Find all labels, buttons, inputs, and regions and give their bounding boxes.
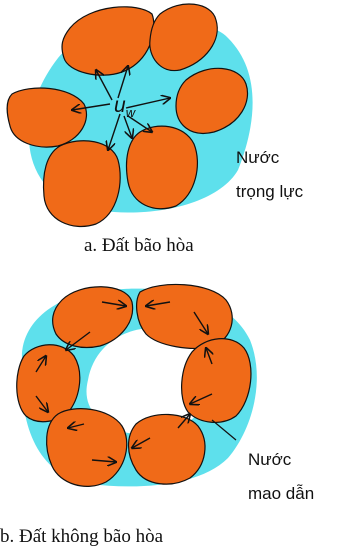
panel-a-saturated: uw Nước trọng lực a. Đất bão hòa — [7, 4, 303, 256]
caption-a: a. Đất bão hòa — [84, 235, 194, 256]
soil-particle — [7, 88, 86, 147]
capillary-water-label-line1: Nước — [248, 450, 292, 469]
soil-particle — [53, 287, 133, 348]
caption-b: b. Đất không bão hòa — [0, 526, 164, 547]
soil-particle — [129, 414, 205, 484]
soil-particle — [47, 409, 127, 487]
soil-particle — [44, 141, 121, 227]
soil-particle — [182, 339, 251, 423]
gravity-water-label-line1: Nước — [236, 148, 280, 167]
soil-particle — [127, 126, 198, 209]
capillary-water-label-line2: mao dẫn — [248, 484, 314, 503]
panel-b-unsaturated: Nước mao dẫn b. Đất không bão hòa — [0, 284, 314, 547]
gravity-water-label-line2: trọng lực — [236, 182, 304, 201]
